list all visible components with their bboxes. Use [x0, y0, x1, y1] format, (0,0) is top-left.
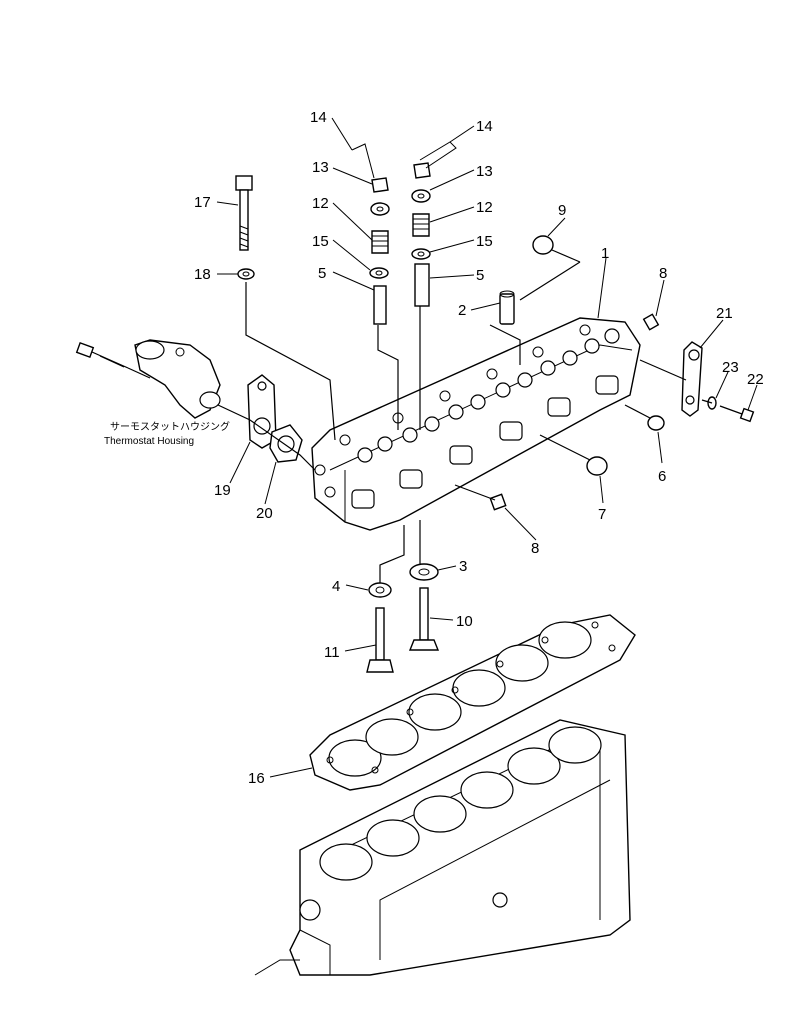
label-15-right: 15 [476, 233, 493, 250]
label-9: 9 [558, 202, 566, 219]
bracket-19 [247, 374, 277, 449]
thermostat-caption: サーモスタットハウジング Thermostat Housing [104, 420, 230, 447]
bolt-22 [719, 405, 755, 423]
right-valve-stack [411, 162, 431, 307]
leader-lines [127, 249, 713, 583]
caption-english: Thermostat Housing [104, 436, 194, 447]
label-13-right: 13 [476, 163, 493, 180]
label-14-left: 14 [310, 109, 327, 126]
label-2: 2 [458, 302, 466, 319]
bolt-17 [235, 175, 253, 251]
label-21: 21 [716, 305, 733, 322]
label-3: 3 [459, 558, 467, 575]
plug-8-lower [489, 493, 507, 511]
label-18: 18 [194, 266, 211, 283]
plug-6 [647, 415, 665, 431]
label-6: 6 [658, 468, 666, 485]
label-1: 1 [601, 245, 609, 262]
label-17: 17 [194, 194, 211, 211]
sleeve-2 [499, 290, 515, 325]
bracket-21 [681, 341, 703, 417]
label-7: 7 [598, 506, 606, 523]
valve-seat-3 [409, 563, 439, 581]
label-5-right: 5 [476, 267, 484, 284]
washer-18 [237, 268, 255, 280]
label-16: 16 [248, 770, 265, 787]
label-20: 20 [256, 505, 273, 522]
valve-11 [366, 607, 394, 673]
part-number-labels: 14 14 13 13 12 12 15 15 5 5 17 18 2 9 1 … [194, 109, 764, 787]
valve-keeper-14 [351, 141, 457, 179]
label-14-right: 14 [476, 118, 493, 135]
label-22: 22 [747, 371, 764, 388]
label-11: 11 [324, 644, 340, 661]
cylinder-head [311, 317, 641, 531]
engine-block [254, 719, 631, 976]
label-15-left: 15 [312, 233, 329, 250]
label-12-left: 12 [312, 195, 329, 212]
callout-lines [216, 117, 758, 778]
label-19: 19 [214, 482, 231, 499]
cylinder-head-gasket [309, 614, 636, 791]
label-10: 10 [456, 613, 473, 630]
thermostat-housing [134, 339, 221, 419]
plug-7 [586, 456, 608, 476]
label-8-lower: 8 [531, 540, 539, 557]
label-23: 23 [722, 359, 739, 376]
caption-japanese: サーモスタットハウジング [110, 420, 230, 433]
plug-8-upper [642, 313, 660, 331]
plug-9 [532, 235, 554, 255]
left-valve-stack [369, 177, 390, 325]
valve-10 [408, 587, 440, 651]
valve-seat-4 [368, 582, 392, 598]
thermostat-bolt [75, 342, 129, 369]
gasket-20 [269, 424, 303, 463]
label-8-upper: 8 [659, 265, 667, 282]
label-5-left: 5 [318, 265, 326, 282]
label-4: 4 [332, 578, 340, 595]
label-13-left: 13 [312, 159, 329, 176]
label-12-right: 12 [476, 199, 493, 216]
